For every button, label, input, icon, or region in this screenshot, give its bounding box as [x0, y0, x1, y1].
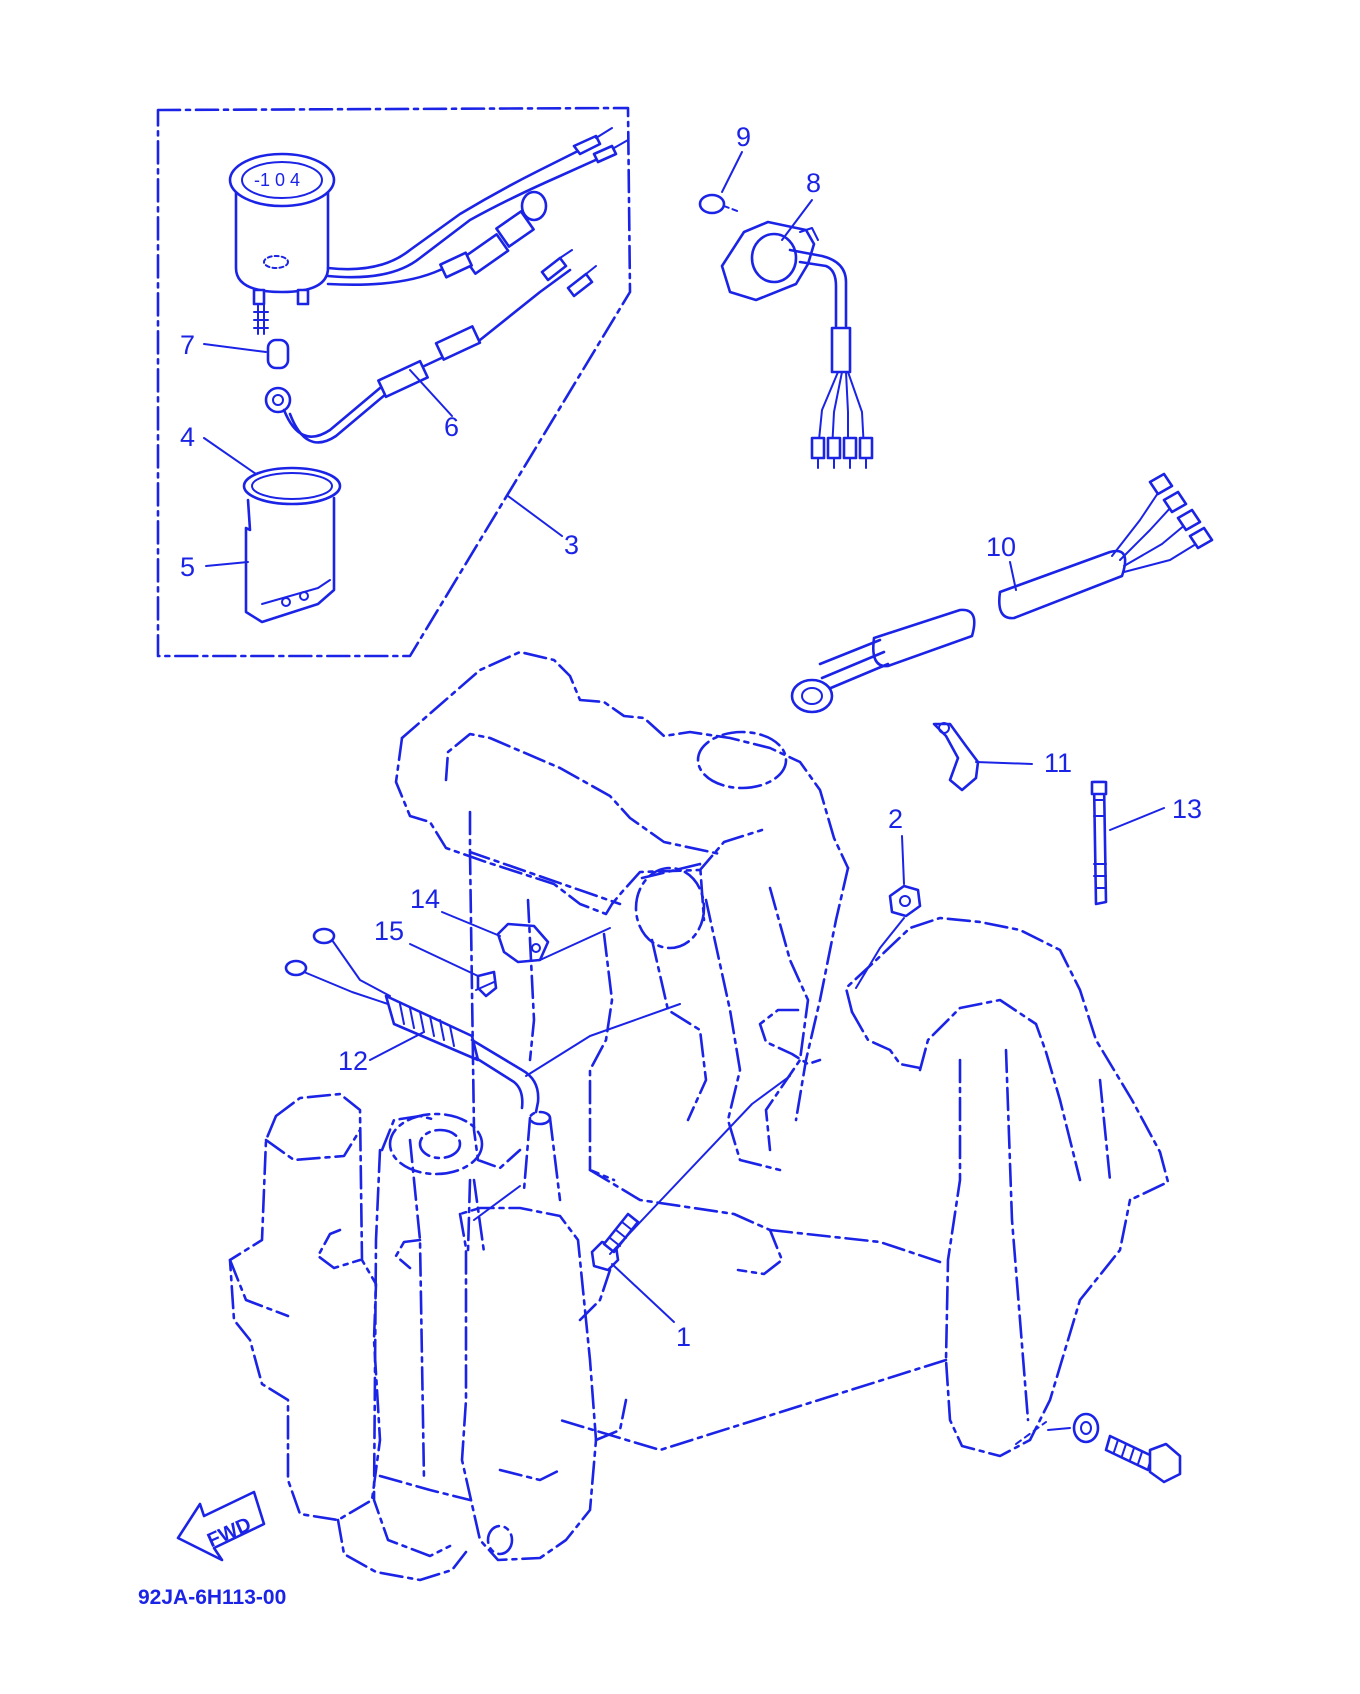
- part-2-nut: [888, 884, 922, 918]
- leader-lines: [473, 917, 1071, 1445]
- callout-4: 4: [180, 422, 195, 452]
- callout-7: 7: [180, 330, 195, 360]
- part-13-cable-tie: [1090, 780, 1108, 906]
- trim-meter-gauge: -1 0 4: [228, 152, 336, 335]
- callout-9: 9: [736, 122, 751, 152]
- part-7-sleeve: [266, 338, 290, 370]
- part-6-sender-lead: [264, 249, 597, 444]
- callout-1: 1: [676, 1322, 691, 1352]
- part-5-bracket: [244, 496, 336, 624]
- callout-15: 15: [374, 916, 404, 946]
- part-12-wire-lead: [284, 927, 540, 1114]
- callout-12: 12: [338, 1046, 368, 1076]
- trim-meter-kit-inset: [156, 106, 632, 658]
- gauge-face-text: -1 0 4: [254, 170, 300, 190]
- part-15-rivet: [476, 970, 498, 998]
- part-1-bolt: [590, 1212, 640, 1272]
- callout-2: 2: [888, 804, 903, 834]
- part-8-trim-sensor: [720, 220, 874, 469]
- swivel-bracket-assembly: [394, 650, 1170, 1458]
- gauge-wire-harness: [326, 127, 629, 287]
- diagram-code: 92JA-6H113-00: [138, 1586, 286, 1609]
- callout-11: 11: [1044, 748, 1072, 778]
- power-trim-tilt-unit: [228, 1092, 628, 1582]
- callout-14: 14: [410, 884, 440, 914]
- callout-13: 13: [1172, 794, 1202, 824]
- part-14-clip: [496, 922, 550, 964]
- part-10-cable-harness: [790, 472, 1214, 714]
- fwd-arrow: FWD: [176, 1490, 266, 1562]
- callout-labels: 9 8 7 6 4 3 5 10 11 13 2 14 15 12 1: [180, 122, 1202, 1352]
- mounting-bolt-washer: [1072, 1412, 1182, 1484]
- callout-5: 5: [180, 552, 195, 582]
- part-9-screw: [698, 193, 741, 215]
- callout-3: 3: [564, 530, 579, 560]
- callout-8: 8: [806, 168, 821, 198]
- callout-10: 10: [986, 532, 1016, 562]
- part-11-clamp: [932, 722, 980, 792]
- part-4-ring: [242, 466, 342, 506]
- callout-6: 6: [444, 412, 459, 442]
